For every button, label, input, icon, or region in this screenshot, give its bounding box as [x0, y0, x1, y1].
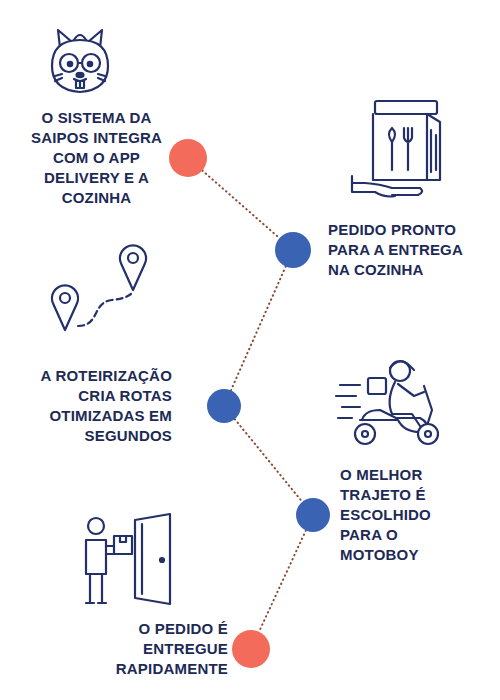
step-label: O PEDIDO É ENTREGUE RAPIDAMENTE [103, 619, 228, 679]
timeline-dot: PEDIDO PRONTO PARA A ENTREGA NA COZINHA [275, 232, 311, 268]
delivery-bag-icon-part [404, 128, 412, 170]
route-pins-icon-part [78, 294, 131, 326]
motoboy-icon-part [362, 431, 368, 437]
squirrel-icon [52, 30, 108, 92]
delivery-bag-icon-part [375, 101, 437, 114]
timeline-dot: O MELHOR TRAJETO É ESCOLHIDO PARA O MOTO… [296, 498, 330, 532]
step-label: O MELHOR TRAJETO É ESCOLHIDO PARA O MOTO… [340, 465, 452, 565]
dotted-connector [231, 266, 286, 390]
delivery-door-icon-part [86, 540, 106, 574]
motoboy-icon-part [418, 424, 438, 444]
motoboy-icon-part [368, 378, 386, 394]
delivery-door-icon-part [135, 514, 170, 604]
motoboy-icon-part [336, 385, 360, 418]
motoboy-icon-part [425, 431, 431, 437]
route-pins-icon-part [60, 293, 70, 303]
squirrel-icon-part [77, 73, 84, 77]
squirrel-icon-part [78, 62, 82, 64]
route-pins-icon-part [52, 285, 78, 330]
delivery-bag-icon-part [352, 183, 422, 195]
squirrel-icon-part [55, 74, 105, 81]
squirrel-icon-part [76, 81, 84, 88]
delivery-door-icon-part [120, 536, 126, 542]
route-pins-icon-part [128, 253, 138, 263]
motoboy-icon [336, 361, 438, 444]
route-pins-icon-part [120, 245, 146, 290]
delivery-door-icon-part [86, 574, 106, 603]
delivery-bag-icon [352, 101, 440, 197]
squirrel-icon-part [88, 62, 92, 66]
squirrel-icon-part [79, 81, 81, 88]
timeline-dot: O PEDIDO É ENTREGUE RAPIDAMENTE [232, 630, 270, 668]
dotted-connector [202, 171, 279, 239]
timeline-dot: A ROTEIRIZAÇÃO CRIA ROTAS OTIMIZADAS EM … [207, 389, 241, 423]
dotted-connector [259, 530, 306, 631]
timeline-dot: O SISTEMA DA SAIPOS INTEGRA COM O APP DE… [169, 139, 207, 177]
delivery-bag-icon-part [389, 128, 395, 170]
dotted-connector [235, 419, 302, 502]
delivery-door-icon-part [141, 524, 143, 594]
step-label: O SISTEMA DA SAIPOS INTEGRA COM O APP DE… [24, 108, 169, 208]
delivery-bag-icon-part [373, 114, 427, 180]
delivery-bag-icon-part [352, 176, 395, 197]
motoboy-icon-part [398, 384, 424, 396]
step-label: PEDIDO PRONTO PARA A ENTREGA NA COZINHA [328, 220, 478, 280]
delivery-door-icon-part [88, 518, 104, 534]
squirrel-icon-part [60, 54, 78, 72]
motoboy-icon-part [355, 424, 375, 444]
delivery-door-icon-part [114, 536, 132, 554]
delivery-bag-icon-part [431, 130, 436, 172]
step-label: A ROTEIRIZAÇÃO CRIA ROTAS OTIMIZADAS EM … [17, 366, 172, 446]
delivery-door-icon [86, 514, 170, 604]
delivery-door-icon-part [160, 558, 164, 562]
squirrel-icon-part [82, 54, 100, 72]
route-pins-icon [52, 245, 146, 330]
delivery-bag-icon-part [427, 114, 440, 180]
squirrel-icon-part [68, 62, 72, 66]
squirrel-icon-part [52, 40, 108, 92]
motoboy-icon-part [390, 361, 414, 370]
